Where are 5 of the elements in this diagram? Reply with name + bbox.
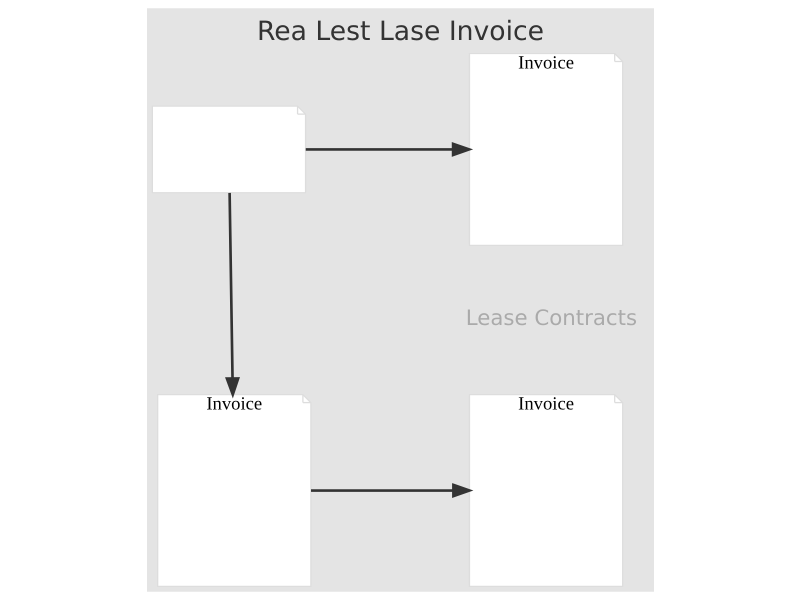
arrow xyxy=(305,142,473,157)
diagram-title: Rea Lest Lase Invoice xyxy=(256,16,544,48)
arrow xyxy=(224,192,240,399)
arrow xyxy=(310,483,473,498)
label: Lease Contracts xyxy=(465,306,637,332)
